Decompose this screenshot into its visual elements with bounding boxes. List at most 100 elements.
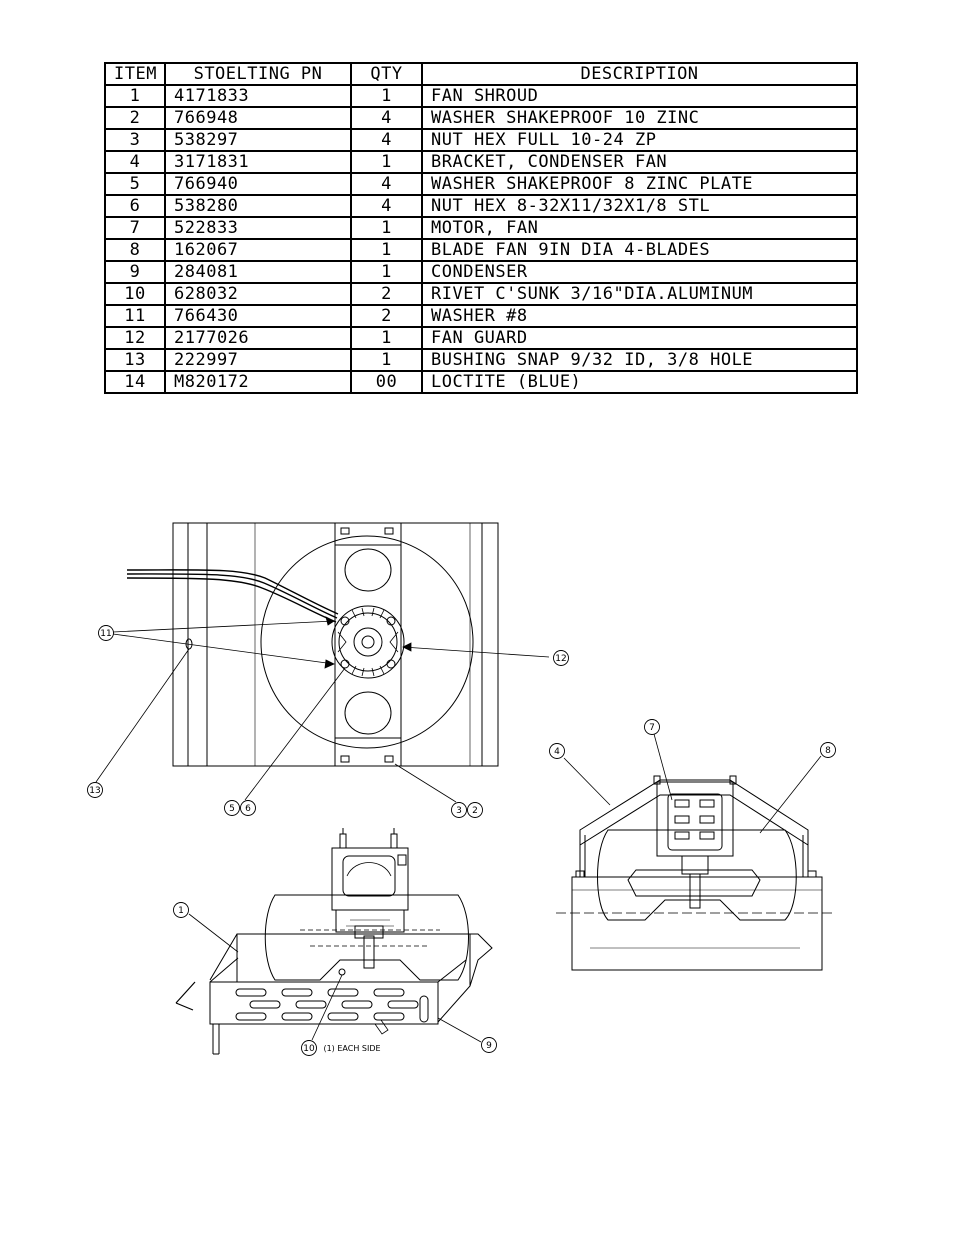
cell-description: WASHER SHAKEPROOF 8 ZINC PLATE: [421, 172, 858, 196]
cell-pn: 766948: [164, 106, 352, 130]
front-view-leaders: [188, 913, 482, 1043]
cell-item: 11: [104, 304, 166, 328]
callout-2-label: 2: [472, 806, 478, 816]
header-description: DESCRIPTION: [421, 62, 858, 86]
cell-item: 4: [104, 150, 166, 174]
callout-7: [644, 719, 660, 735]
cell-item: 12: [104, 326, 166, 350]
cell-item: 8: [104, 238, 166, 262]
front-view: [175, 828, 493, 1055]
cell-item: 2: [104, 106, 166, 130]
cell-pn: 222997: [164, 348, 352, 372]
callout-4-label: 4: [554, 747, 560, 757]
header-stoelting-pn: STOELTING PN: [164, 62, 352, 86]
callout-6-label: 6: [245, 804, 251, 814]
callout-9-label: 9: [486, 1041, 492, 1051]
cell-description: NUT HEX 8-32X11/32X1/8 STL: [421, 194, 858, 218]
cell-description: BRACKET, CONDENSER FAN: [421, 150, 858, 174]
cell-description: WASHER SHAKEPROOF 10 ZINC: [421, 106, 858, 130]
callout-11-label: 11: [100, 629, 111, 639]
cell-pn: 4171833: [164, 84, 352, 108]
fan-guard-ring: [260, 535, 474, 749]
cell-item: 5: [104, 172, 166, 196]
cell-qty: 4: [350, 106, 423, 130]
callout-3: [451, 802, 467, 818]
cell-qty: 1: [350, 260, 423, 284]
callout-labels: 11 12 13 5 6 3 2 4 7 8 1 10 9 (1) EACH S…: [89, 629, 831, 1054]
cell-description: FAN SHROUD: [421, 84, 858, 108]
cell-pn: 284081: [164, 260, 352, 284]
cell-pn: 766940: [164, 172, 352, 196]
cell-description: WASHER #8: [421, 304, 858, 328]
callout-10: [301, 1040, 317, 1056]
fan-shroud: [209, 933, 493, 1023]
cell-pn: 538297: [164, 128, 352, 152]
bracket-plate: [334, 522, 402, 767]
header-qty: QTY: [350, 62, 423, 86]
cell-pn: M820172: [164, 370, 352, 394]
callout-7-label: 7: [649, 723, 655, 733]
cell-qty: 1: [350, 238, 423, 262]
side-view-leaders: [563, 733, 822, 834]
cell-qty: 00: [350, 370, 423, 394]
cell-description: RIVET C'SUNK 3/16"DIA.ALUMINUM: [421, 282, 858, 306]
cell-qty: 1: [350, 84, 423, 108]
motor-wires: [126, 569, 339, 623]
cell-item: 13: [104, 348, 166, 372]
cell-item: 3: [104, 128, 166, 152]
cell-description: NUT HEX FULL 10-24 ZP: [421, 128, 858, 152]
cell-item: 6: [104, 194, 166, 218]
cell-description: MOTOR, FAN: [421, 216, 858, 240]
callout-10-label: 10: [303, 1044, 315, 1054]
cell-item: 7: [104, 216, 166, 240]
callout-12: [553, 650, 569, 666]
cell-description: BUSHING SNAP 9/32 ID, 3/8 HOLE: [421, 348, 858, 372]
cell-qty: 4: [350, 194, 423, 218]
callout-13-label: 13: [89, 786, 100, 796]
cell-qty: 4: [350, 172, 423, 196]
cell-description: CONDENSER: [421, 260, 858, 284]
motor-top: [331, 605, 405, 679]
cell-pn: 766430: [164, 304, 352, 328]
callout-1-label: 1: [178, 906, 184, 916]
callout-5: [224, 800, 240, 816]
cell-pn: 628032: [164, 282, 352, 306]
callout-6: [240, 800, 256, 816]
cell-qty: 2: [350, 304, 423, 328]
condenser-side: [571, 876, 823, 971]
cell-item: 9: [104, 260, 166, 284]
condenser-slots: [235, 988, 429, 1023]
top-view: [126, 522, 499, 767]
cell-qty: 2: [350, 282, 423, 306]
cell-pn: 2177026: [164, 326, 352, 350]
cell-item: 1: [104, 84, 166, 108]
cell-qty: 1: [350, 150, 423, 174]
callout-9: [481, 1037, 497, 1053]
cell-description: BLADE FAN 9IN DIA 4-BLADES: [421, 238, 858, 262]
cell-description: LOCTITE (BLUE): [421, 370, 858, 394]
callout-3-label: 3: [456, 806, 462, 816]
cell-pn: 522833: [164, 216, 352, 240]
header-item: ITEM: [104, 62, 166, 86]
callout-1: [173, 902, 189, 918]
callout-12-label: 12: [555, 654, 566, 664]
cell-qty: 1: [350, 348, 423, 372]
cell-pn: 538280: [164, 194, 352, 218]
condenser-front: [209, 981, 439, 1025]
table-header-row: ITEM STOELTING PN QTY DESCRIPTION: [104, 62, 858, 86]
cell-pn: 3171831: [164, 150, 352, 174]
cell-item: 14: [104, 370, 166, 394]
